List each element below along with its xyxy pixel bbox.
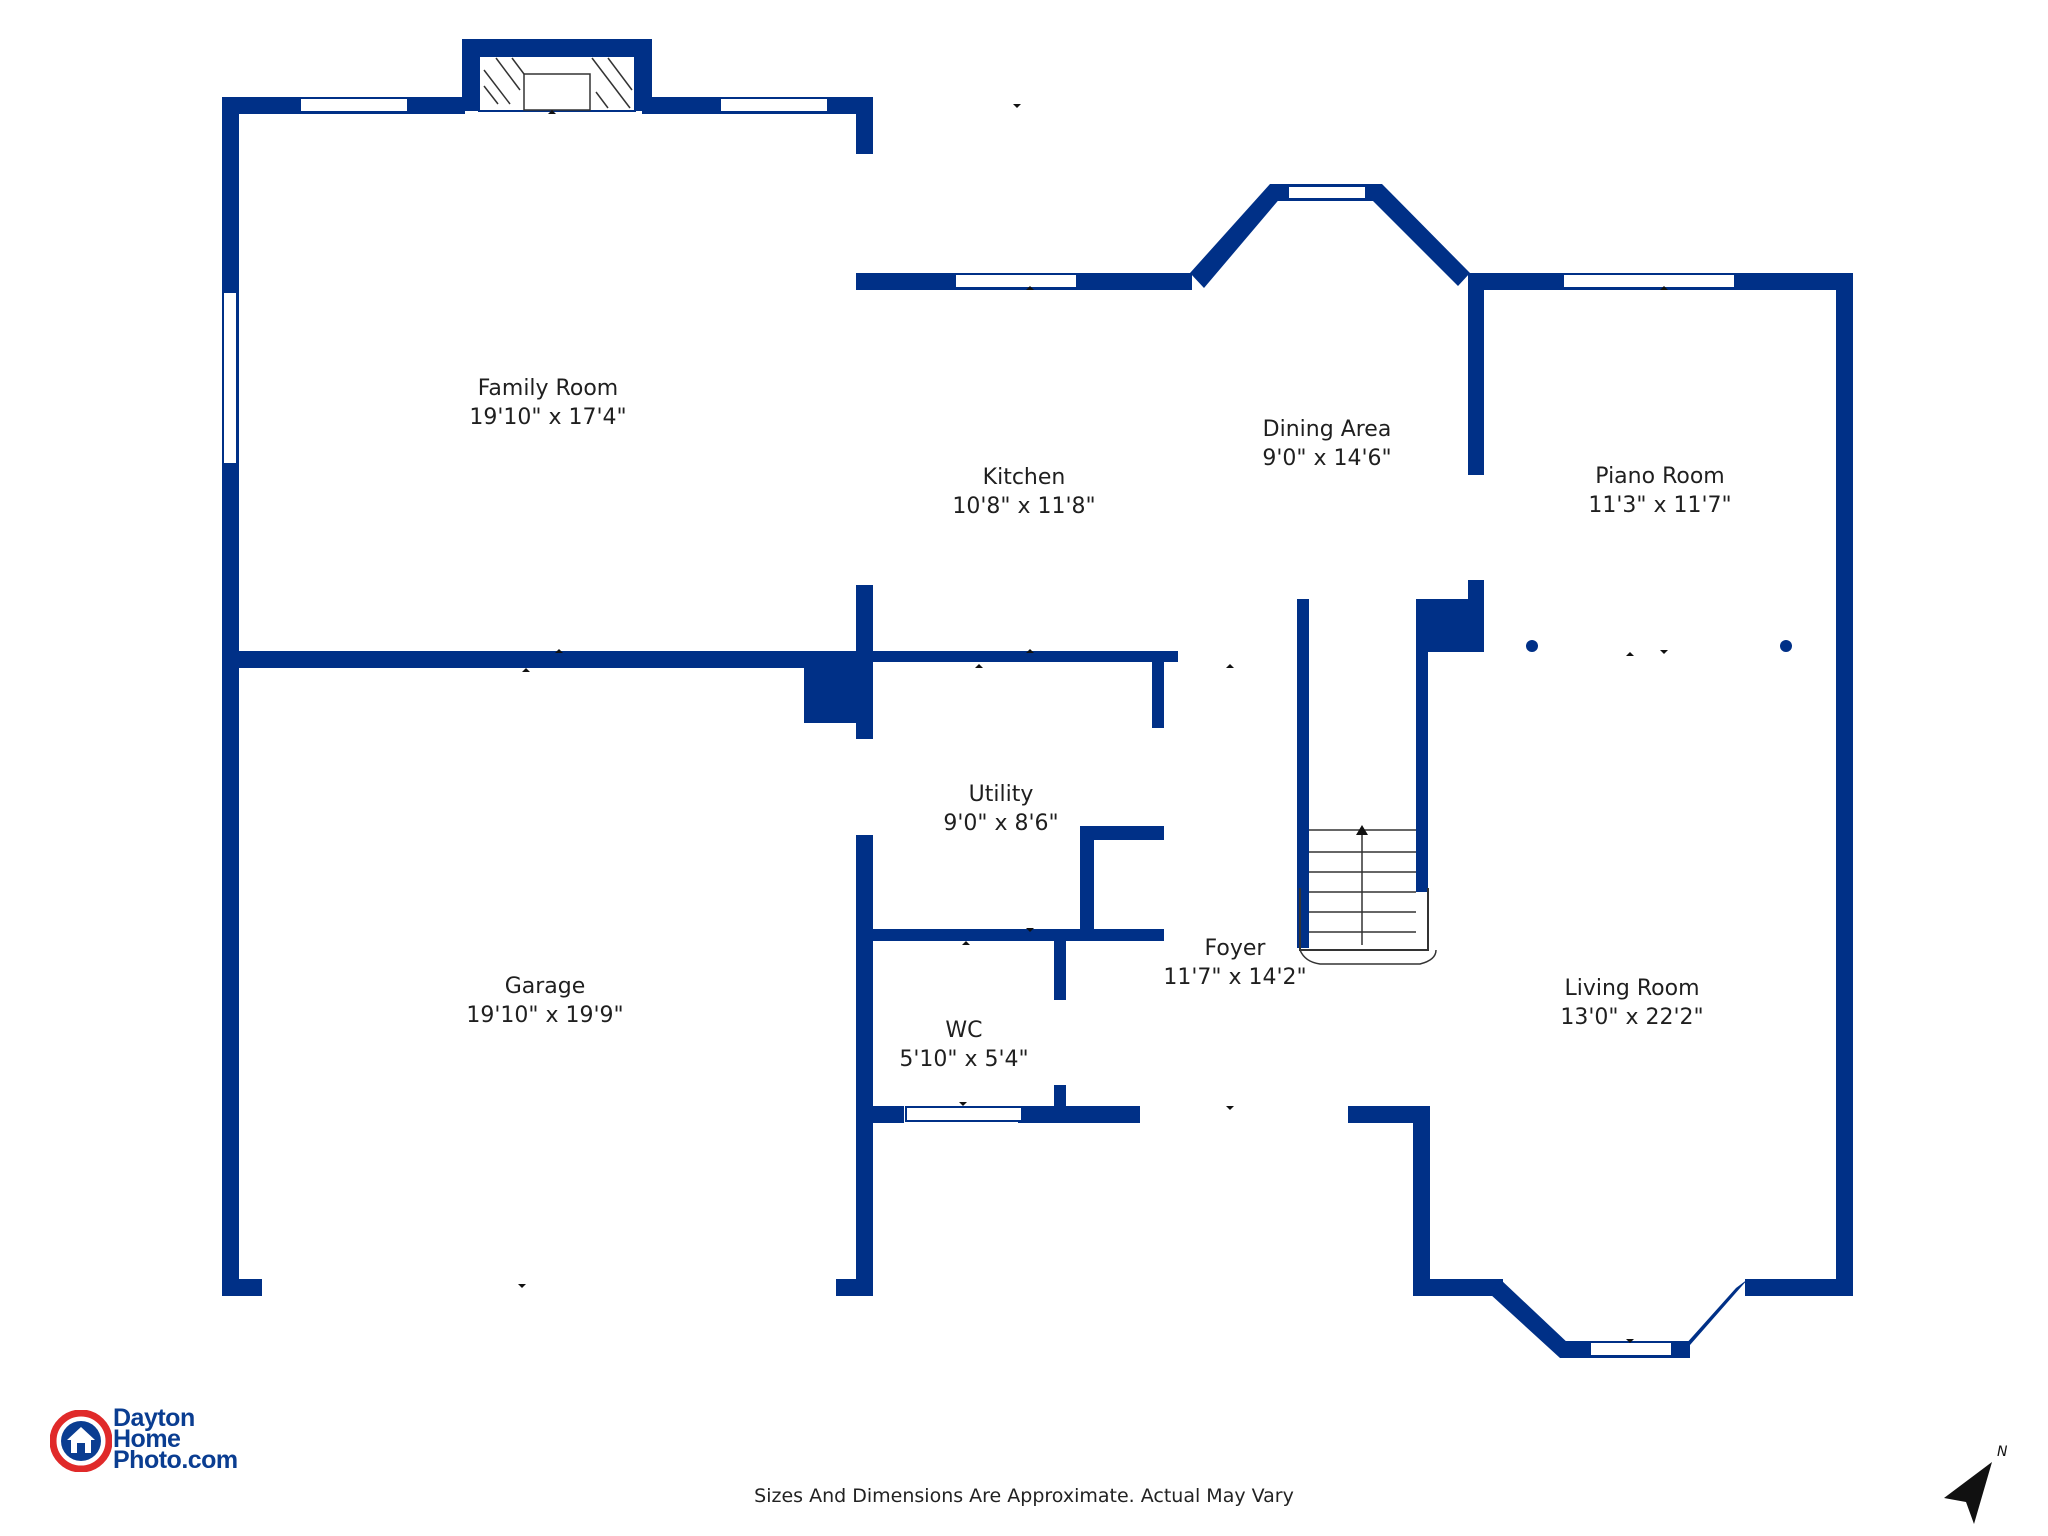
room-name: Dining Area <box>1262 417 1392 442</box>
room-name: Garage <box>504 974 586 999</box>
room-name: Kitchen <box>982 465 1066 490</box>
brand-line: Dayton <box>113 1404 195 1432</box>
room-garage: Garage 19'10" x 19'9" <box>466 972 623 1030</box>
room-dining-area: Dining Area 9'0" x 14'6" <box>1262 415 1391 473</box>
room-dimensions: 13'0" x 22'2" <box>1560 1005 1704 1030</box>
room-wc: WC 5'10" x 5'4" <box>899 1016 1028 1074</box>
room-dimensions: 19'10" x 17'4" <box>469 405 627 430</box>
north-label: N <box>1997 1444 2008 1460</box>
room-name: Family Room <box>477 376 619 401</box>
disclaimer-text: Sizes And Dimensions Are Approximate. Ac… <box>754 1485 1294 1507</box>
north-arrow-icon: N <box>1944 1444 2008 1524</box>
room-name: Utility <box>968 782 1034 807</box>
room-living-room: Living Room 13'0" x 22'2" <box>1560 974 1703 1032</box>
room-foyer: Foyer 11'7" x 14'2" <box>1163 934 1306 992</box>
walls <box>222 39 1853 1358</box>
room-name: Living Room <box>1564 976 1700 1001</box>
room-name: Piano Room <box>1595 464 1725 489</box>
room-dimensions: 11'7" x 14'2" <box>1163 965 1307 990</box>
room-dimensions: 11'3" x 11'7" <box>1588 493 1732 518</box>
stair-arrow-icon <box>1356 825 1368 835</box>
brand-name: Dayton Home Photo.com <box>113 1404 238 1474</box>
brand-line: Photo.com <box>113 1446 238 1474</box>
fireplace <box>478 55 636 112</box>
room-piano-room: Piano Room 11'3" x 11'7" <box>1588 462 1731 520</box>
staircase <box>1299 829 1437 965</box>
room-family-room: Family Room 19'10" x 17'4" <box>469 374 626 432</box>
room-dimensions: 9'0" x 14'6" <box>1262 446 1392 471</box>
column-icon <box>1780 640 1792 652</box>
windows <box>222 97 1736 1357</box>
room-kitchen: Kitchen 10'8" x 11'8" <box>952 463 1095 521</box>
room-dimensions: 5'10" x 5'4" <box>899 1047 1029 1072</box>
room-utility: Utility 9'0" x 8'6" <box>943 780 1058 838</box>
brand-logo-icon <box>50 1410 112 1472</box>
room-dimensions: 9'0" x 8'6" <box>943 811 1059 836</box>
room-name: WC <box>945 1018 983 1043</box>
room-dimensions: 19'10" x 19'9" <box>466 1003 624 1028</box>
column-icon <box>1526 640 1538 652</box>
brand-line: Home <box>113 1425 181 1453</box>
room-dimensions: 10'8" x 11'8" <box>952 494 1096 519</box>
room-name: Foyer <box>1204 936 1266 961</box>
opening-markers <box>518 104 1668 1343</box>
